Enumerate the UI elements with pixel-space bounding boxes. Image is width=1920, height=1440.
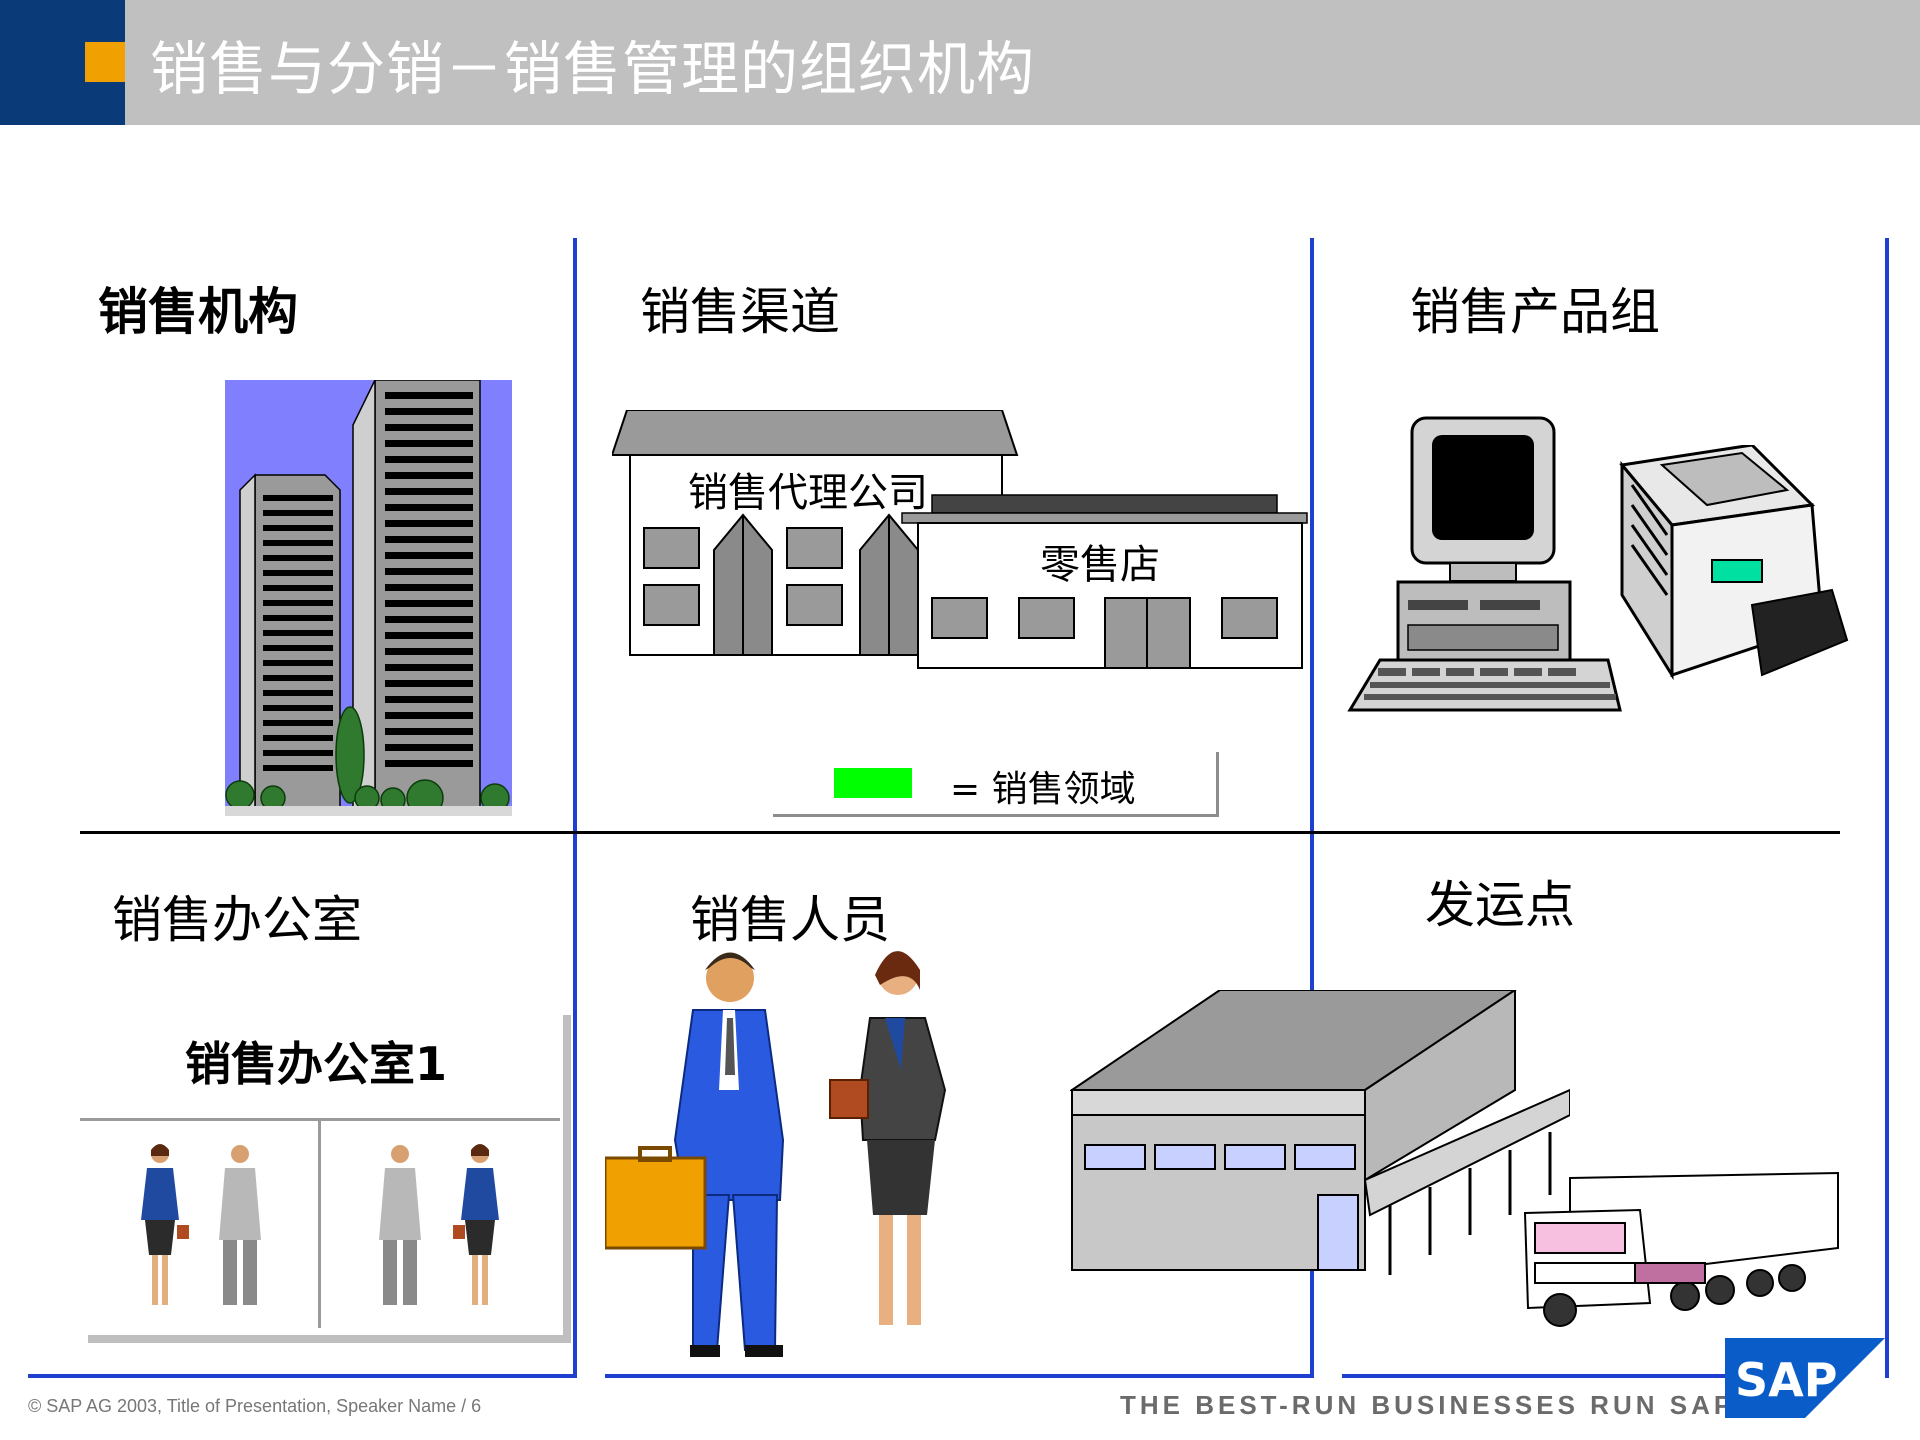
header-accent-square — [85, 42, 125, 82]
computer-icon — [1347, 416, 1622, 712]
label-distribution-channel: 销售渠道 — [640, 283, 840, 341]
truck-icon — [1523, 1171, 1839, 1327]
label-sales-org: 销售机构 — [98, 283, 298, 341]
header-band — [0, 0, 1920, 125]
divider-vertical-2 — [1310, 238, 1314, 1378]
saleswoman-figure — [829, 951, 947, 1325]
legend-box — [773, 752, 1219, 817]
label-sales-person: 销售人员 — [690, 891, 890, 949]
warehouse-illustration — [1070, 990, 1570, 1275]
person-icon — [219, 1145, 261, 1305]
sales-office-box — [88, 1015, 571, 1343]
label-sales-office: 销售办公室 — [112, 891, 362, 949]
person-icon — [141, 1144, 189, 1305]
office-buildings-illustration — [225, 380, 512, 816]
legend-swatch — [834, 768, 912, 798]
person-icon — [379, 1145, 421, 1305]
sales-persons-illustration — [605, 951, 947, 1357]
briefcase-icon — [605, 1156, 707, 1250]
person-icon — [453, 1144, 499, 1305]
sap-logo: SAP — [1725, 1338, 1885, 1418]
divider-vertical-1 — [573, 238, 577, 1378]
sales-office-divider-v — [318, 1118, 321, 1328]
divider-bottom-2 — [605, 1374, 1313, 1378]
label-shipping-point: 发运点 — [1425, 876, 1575, 934]
agency-label: 销售代理公司 — [688, 470, 928, 516]
salesman-figure — [605, 952, 785, 1357]
divider-bottom-1 — [28, 1374, 576, 1378]
retail-label: 零售店 — [1040, 542, 1160, 588]
sales-office-1-label: 销售办公室1 — [185, 1037, 448, 1091]
sap-logo-text: SAP — [1735, 1353, 1837, 1407]
office-staff-illustration — [141, 1144, 499, 1305]
slide-title: 销售与分销－销售管理的组织机构 — [150, 35, 1036, 103]
divider-bottom-3 — [1342, 1374, 1732, 1378]
divider-horizontal — [80, 831, 1840, 834]
footer-copyright: © SAP AG 2003, Title of Presentation, Sp… — [28, 1396, 482, 1416]
divider-vertical-3 — [1885, 238, 1889, 1378]
label-division: 销售产品组 — [1410, 283, 1660, 341]
stores-illustration — [612, 410, 1308, 669]
legend-text: = 销售领域 — [950, 769, 1136, 810]
footer-tagline: THE BEST-RUN BUSINESSES RUN SAP — [1120, 1390, 1736, 1420]
printer-icon — [1619, 445, 1849, 681]
